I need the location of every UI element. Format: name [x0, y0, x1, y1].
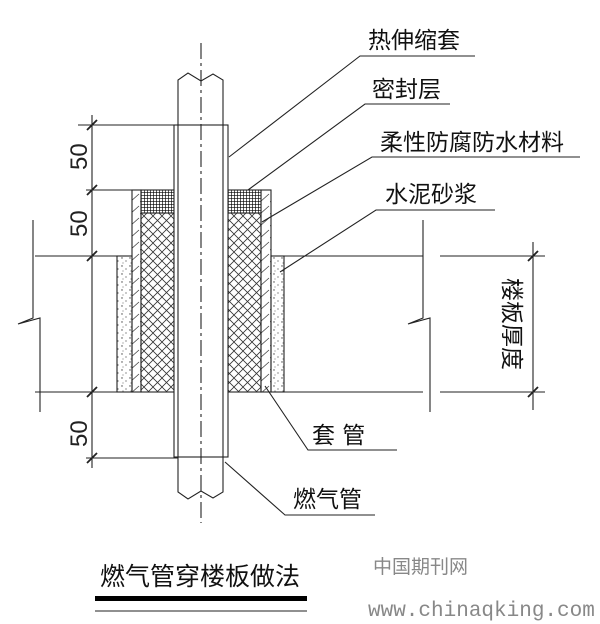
watermark-name: 中国期刊网	[373, 556, 468, 578]
break-line-left	[17, 220, 41, 412]
title-underline-thick	[95, 596, 307, 601]
label-heat-shrink-sleeve: 热伸缩套	[368, 28, 460, 54]
sealing-layer-right	[227, 189, 262, 214]
slab-thickness-dimension	[440, 242, 545, 410]
cement-mortar-right	[270, 255, 285, 393]
break-line-right	[407, 220, 431, 412]
cement-mortar-left	[116, 255, 133, 393]
watermark-url: www.chinaqking.com	[368, 600, 595, 623]
label-casing: 套 管	[312, 423, 365, 449]
flexible-material-right	[227, 212, 262, 393]
flexible-material-left	[140, 212, 175, 393]
left-dimension	[78, 115, 178, 468]
leader-mortar	[279, 209, 495, 273]
dimension-slab-thickness: 楼板厚度	[498, 278, 524, 370]
label-flexible-material: 柔性防腐防水材料	[380, 130, 564, 156]
label-gas-pipe: 燃气管	[293, 487, 362, 513]
dimension-top: 50	[66, 143, 93, 170]
casing-left	[131, 189, 142, 393]
label-sealing-layer: 密封层	[372, 77, 441, 103]
casing-right	[260, 189, 272, 393]
leader-flexible	[261, 156, 580, 223]
label-cement-mortar: 水泥砂浆	[385, 182, 477, 208]
leader-sealing	[247, 103, 450, 191]
dimension-bottom: 50	[66, 420, 93, 447]
leader-gas-pipe	[224, 461, 375, 516]
leader-casing	[264, 385, 397, 451]
dimension-middle: 50	[66, 210, 93, 237]
leader-heat-shrink	[228, 55, 475, 158]
floor-slab	[17, 220, 431, 412]
sealing-layer-left	[140, 189, 175, 214]
diagram-title: 燃气管穿楼板做法	[100, 562, 300, 591]
